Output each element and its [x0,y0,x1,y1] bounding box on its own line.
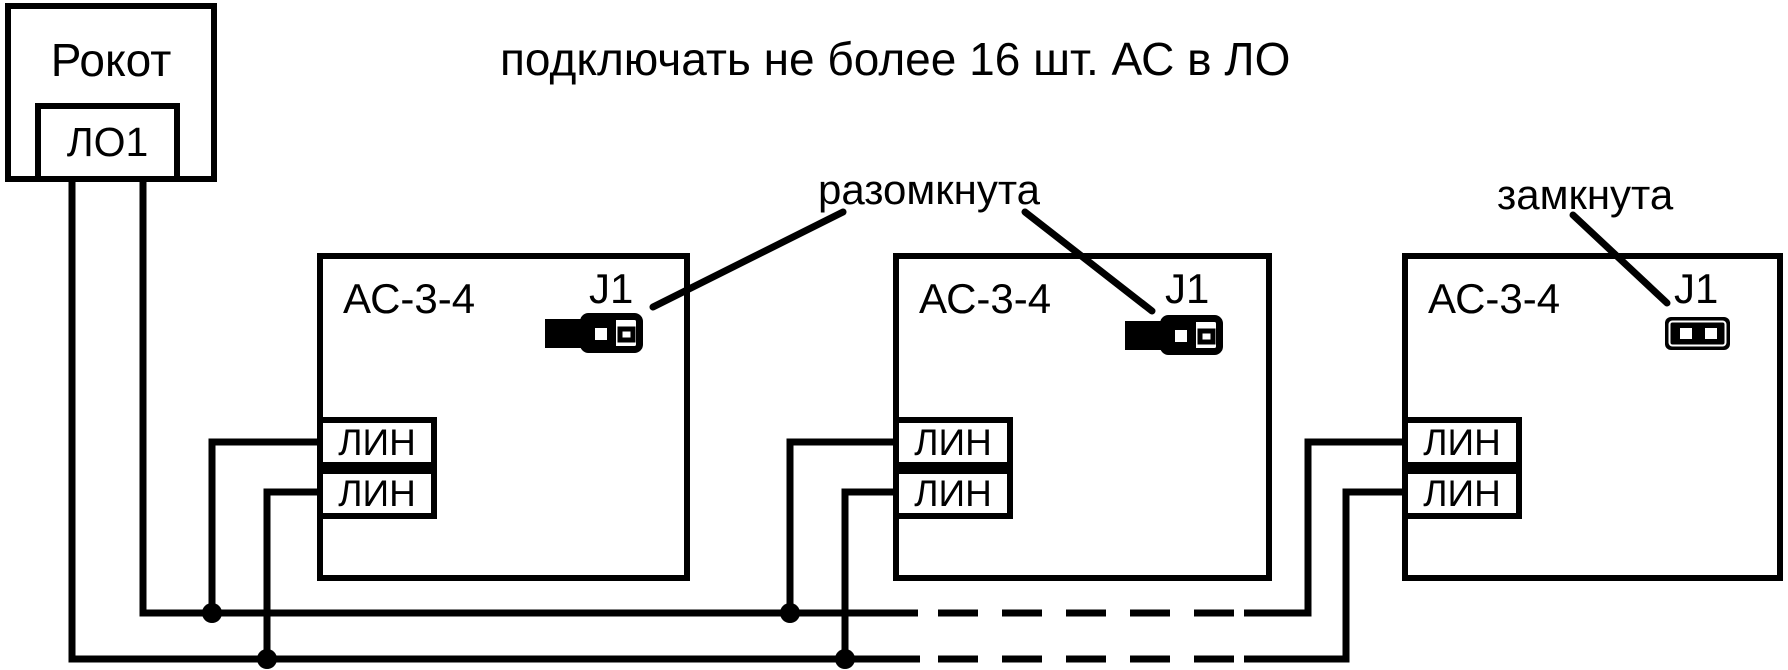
speaker-2-jumper-label: J1 [1165,265,1210,312]
diagram-note: подключать не более 16 шт. АС в ЛО [500,33,1291,85]
annotation-jumper-closed: замкнута [1497,171,1674,218]
panel-output-label: ЛО1 [66,119,149,165]
speaker-2-terminal-lin-2: ЛИН [893,468,1013,519]
speaker-3-jumper-label: J1 [1674,265,1719,312]
annotation-jumper-open: разомкнута [818,166,1040,213]
speaker-3-terminal-lin-1: ЛИН [1402,417,1522,468]
terminal-label: ЛИН [1423,421,1501,463]
speaker-2-terminal-lin-1: ЛИН [893,417,1013,468]
terminal-label: ЛИН [914,472,992,514]
speaker-1-terminal-lin-1: ЛИН [317,417,437,468]
speaker-1-name: АС-3-4 [343,275,476,322]
speaker-1-jumper-label: J1 [589,265,634,312]
speaker-3-name: АС-3-4 [1428,275,1561,322]
speaker-3-terminal-lin-2: ЛИН [1402,468,1522,519]
terminal-label: ЛИН [914,421,992,463]
terminal-label: ЛИН [1423,472,1501,514]
panel-output-lo1-box: ЛО1 [35,103,180,182]
speaker-1-terminal-lin-2: ЛИН [317,468,437,519]
speaker-2-name: АС-3-4 [919,275,1052,322]
speaker-2-box: АС-3-4 J1 ЛИН ЛИН [893,253,1272,581]
terminal-label: ЛИН [338,421,416,463]
terminal-label: ЛИН [338,472,416,514]
speaker-1-box: АС-3-4 J1 ЛИН ЛИН [317,253,690,581]
speaker-3-box: АС-3-4 J1 ЛИН ЛИН [1402,253,1783,581]
panel-name: Рокот [50,34,172,86]
